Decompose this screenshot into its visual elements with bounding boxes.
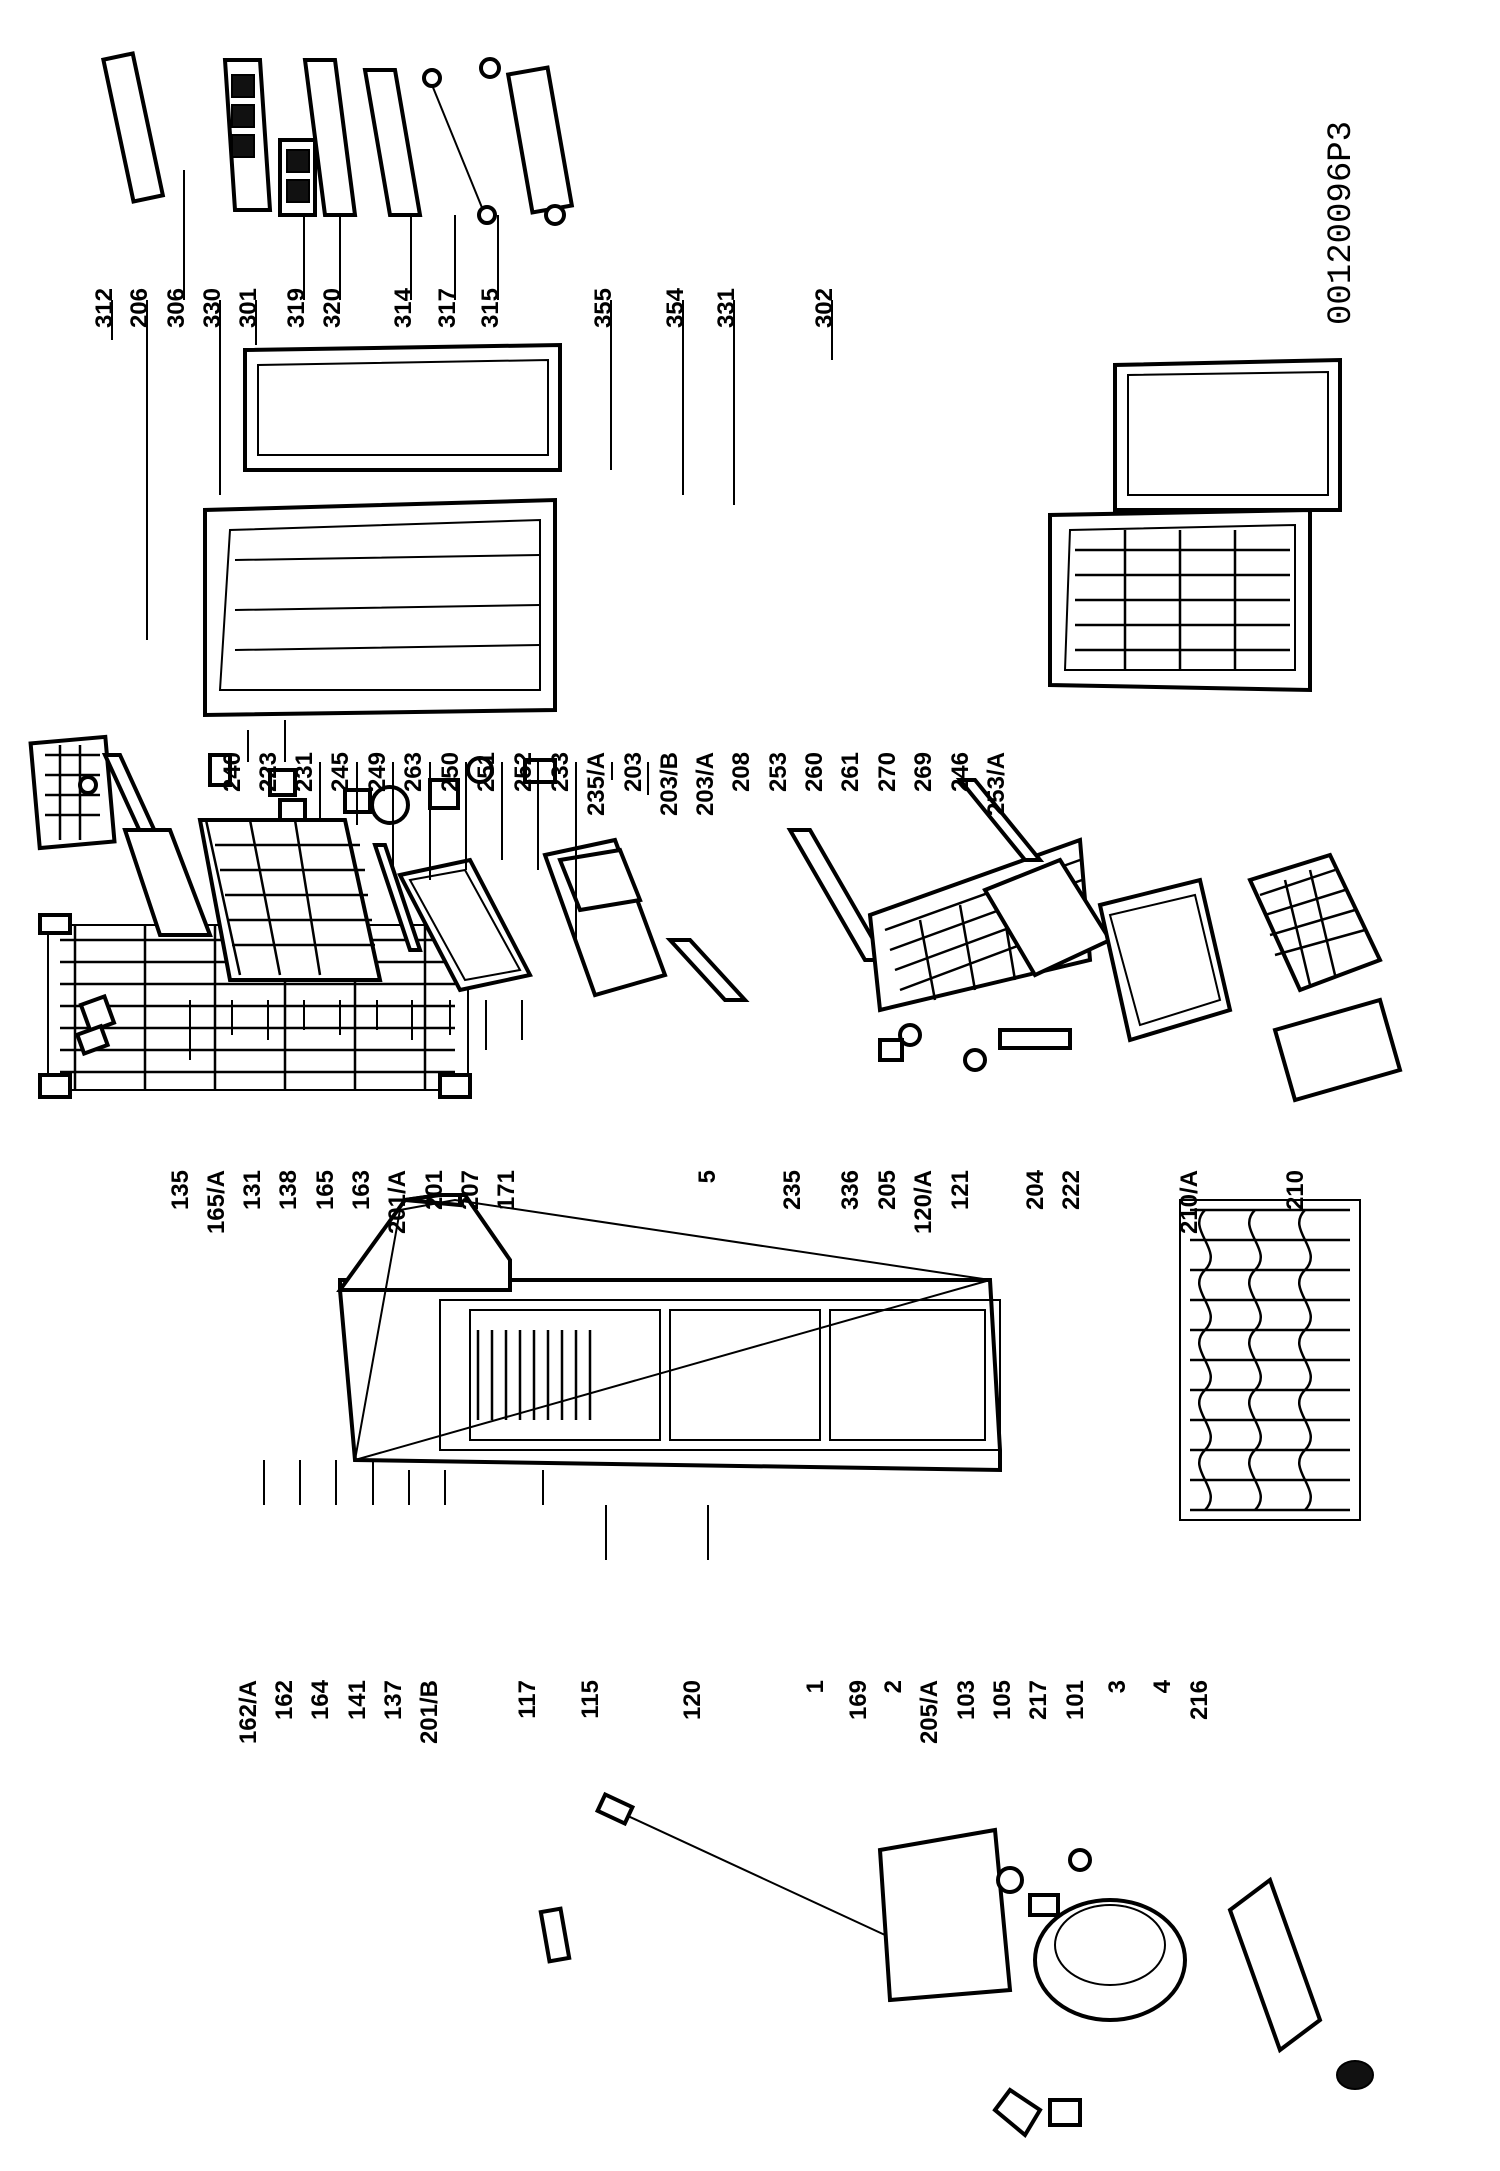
compressor-group <box>538 1791 1374 2139</box>
part-label-251: 251 <box>473 752 500 792</box>
part-label-235: 235 <box>779 1170 806 1210</box>
part-label-203-b: 203/B <box>656 752 683 816</box>
upper-door-frame <box>203 342 562 718</box>
part-label-263: 263 <box>400 752 427 792</box>
leader-lines <box>111 170 833 1560</box>
part-label-336: 336 <box>837 1170 864 1210</box>
part-drawings <box>28 51 1403 2139</box>
drawing-code: 00120096P3 <box>1323 121 1361 325</box>
part-label-331: 331 <box>713 288 740 328</box>
part-label-201: 201 <box>421 1170 448 1210</box>
part-label-121: 121 <box>947 1170 974 1210</box>
part-label-141: 141 <box>344 1680 371 1720</box>
part-label-216: 216 <box>1186 1680 1213 1720</box>
part-label-354: 354 <box>662 287 689 328</box>
part-label-201-b: 201/B <box>416 1680 443 1744</box>
part-label-169: 169 <box>845 1680 872 1720</box>
part-label-315: 315 <box>477 288 504 328</box>
part-label-222: 222 <box>1058 1170 1085 1210</box>
part-label-208: 208 <box>728 752 755 792</box>
part-label-330: 330 <box>199 288 226 328</box>
part-label-204: 204 <box>1022 1169 1049 1210</box>
part-label-2: 2 <box>880 1680 907 1693</box>
part-label-233: 233 <box>547 752 574 792</box>
part-label-5: 5 <box>694 1170 721 1183</box>
part-label-101: 101 <box>1062 1680 1089 1720</box>
part-label-252: 252 <box>510 752 537 792</box>
part-label-3: 3 <box>1104 1680 1131 1693</box>
part-label-103: 103 <box>953 1680 980 1720</box>
part-label-246: 246 <box>947 752 974 792</box>
part-label-210: 210 <box>1282 1170 1309 1210</box>
part-label-203: 203 <box>620 752 647 792</box>
part-label-250: 250 <box>437 752 464 792</box>
part-label-137: 137 <box>380 1680 407 1720</box>
part-label-131: 131 <box>239 1170 266 1210</box>
part-label-320: 320 <box>319 288 346 328</box>
part-label-253-a: 253/A <box>983 752 1010 816</box>
part-label-4: 4 <box>1149 1679 1176 1693</box>
part-label-245: 245 <box>327 752 354 792</box>
part-label-206: 206 <box>126 288 153 328</box>
part-label-162: 162 <box>271 1680 298 1720</box>
part-label-269: 269 <box>910 752 937 792</box>
small-fittings <box>74 753 1072 1072</box>
part-label-235-a: 235/A <box>583 752 610 816</box>
door-trays <box>100 51 575 226</box>
part-label-120: 120 <box>679 1680 706 1720</box>
part-label-171: 171 <box>493 1170 520 1210</box>
part-label-217: 217 <box>1025 1680 1052 1720</box>
part-label-165: 165 <box>312 1170 339 1210</box>
part-label-164: 164 <box>307 1679 334 1720</box>
part-label-138: 138 <box>275 1170 302 1210</box>
part-label-205: 205 <box>874 1170 901 1210</box>
part-label-302: 302 <box>811 288 838 328</box>
part-label-260: 260 <box>801 752 828 792</box>
lower-door-frame <box>1048 357 1342 693</box>
part-label-210-a: 210/A <box>1176 1170 1203 1234</box>
part-label-163: 163 <box>348 1170 375 1210</box>
part-label-270: 270 <box>874 752 901 792</box>
part-label-162-a: 162/A <box>235 1680 262 1744</box>
part-label-240: 240 <box>219 752 246 792</box>
part-label-205-a: 205/A <box>916 1680 943 1744</box>
part-label-1: 1 <box>802 1680 829 1693</box>
part-label-319: 319 <box>283 288 310 328</box>
part-label-312: 312 <box>91 288 118 328</box>
part-label-249: 249 <box>364 752 391 792</box>
part-label-207: 207 <box>457 1170 484 1210</box>
interior-shelves <box>28 734 1403 1103</box>
part-label-355: 355 <box>590 288 617 328</box>
part-label-120-a: 120/A <box>910 1170 937 1234</box>
part-label-314: 314 <box>390 287 417 328</box>
part-label-317: 317 <box>434 288 461 328</box>
part-label-306: 306 <box>163 288 190 328</box>
part-label-203-a: 203/A <box>692 752 719 816</box>
evaporator-shelves <box>1179 1199 1361 1521</box>
part-label-231: 231 <box>291 752 318 792</box>
part-label-165-a: 165/A <box>203 1170 230 1234</box>
part-label-115: 115 <box>577 1680 604 1719</box>
part-label-117: 117 <box>514 1680 541 1719</box>
part-label-261: 261 <box>837 752 864 792</box>
part-label-253: 253 <box>765 752 792 792</box>
part-label-223: 223 <box>255 752 282 792</box>
part-label-105: 105 <box>989 1680 1016 1720</box>
part-label-301: 301 <box>235 288 262 328</box>
cabinet <box>336 1193 1002 1473</box>
part-label-135: 135 <box>167 1170 194 1210</box>
part-label-201-a: 201/A <box>384 1170 411 1234</box>
